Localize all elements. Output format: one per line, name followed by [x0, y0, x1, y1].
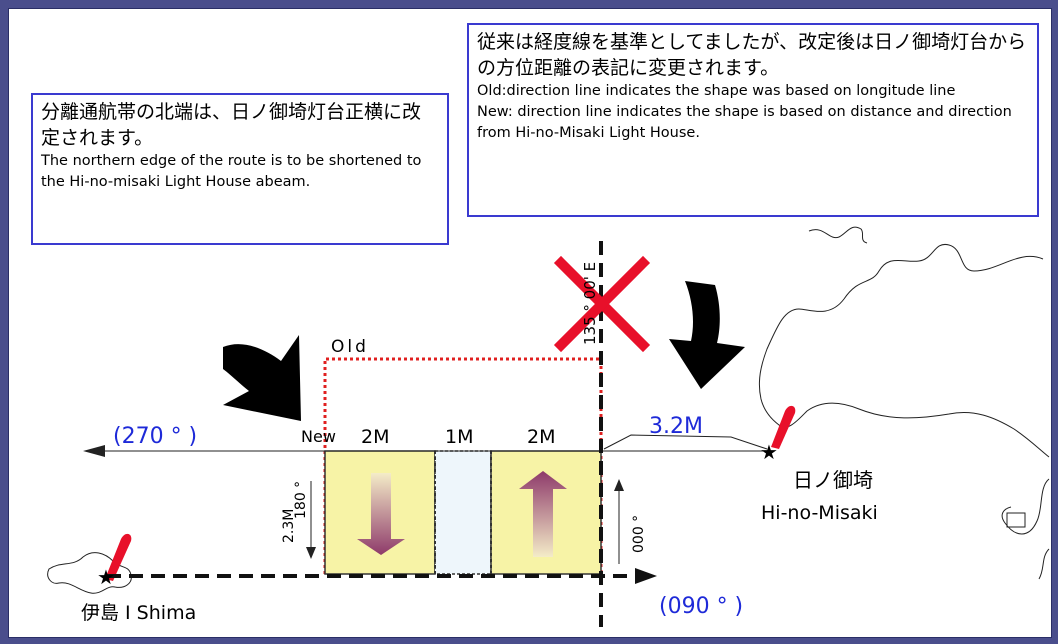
- distance-3-2m: 3.2M: [649, 414, 703, 439]
- coastline-ishima: [47, 552, 132, 594]
- big-arrow-left: [223, 335, 301, 421]
- coastline-hinomisaki-north: [808, 226, 868, 244]
- diagram-canvas: ★ ★ Old New 2M 1M 2M 3.2M (270 ° ) (090 …: [8, 8, 1052, 638]
- new-label: New: [301, 427, 336, 446]
- note-left-en: The northern edge of the route is to be …: [41, 153, 422, 190]
- lighthouse-beam-hinomisaki: [771, 405, 796, 449]
- breakwater-shape: [1006, 512, 1026, 528]
- arrow-000-head: [614, 479, 624, 491]
- red-x-stroke-2: [553, 255, 651, 353]
- lane-left-width: 2M: [361, 426, 389, 448]
- bearing-000-label: 000 °: [631, 515, 647, 553]
- longitude-label: 135 ° 00' E: [581, 262, 599, 345]
- northbound-flow-arrow: [519, 471, 567, 557]
- bearing-270-label: (270 ° ): [113, 424, 197, 449]
- hinomisaki-en-label: Hi-no-Misaki: [761, 502, 878, 524]
- bearing-180-label: 180 °: [293, 481, 309, 519]
- lane-right-width: 2M: [527, 426, 555, 448]
- note-direction-line: 従来は経度線を基準としてましたが、改定後は日ノ御埼灯台からの方位距離の表記に変更…: [467, 23, 1039, 217]
- old-label: Old: [331, 337, 369, 357]
- arrowhead-270: [83, 445, 105, 457]
- note-left-jp: 分離通航帯の北端は、日ノ御埼灯台正横に改定されます。: [41, 101, 422, 149]
- chart-svg: ★ ★ Old New 2M 1M 2M 3.2M (270 ° ) (090 …: [47, 226, 1050, 627]
- note-right-en-old: Old:direction line indicates the shape w…: [477, 83, 956, 99]
- hinomisaki-jp-label: 日ノ御埼: [793, 468, 873, 492]
- lighthouse-star-ishima: ★: [97, 565, 115, 589]
- lighthouse-star-hinomisaki: ★: [760, 440, 778, 464]
- southbound-flow-arrow: [357, 473, 405, 555]
- lighthouse-beam-ishima: [105, 533, 132, 581]
- big-arrow-right: [669, 281, 745, 389]
- arrow-180-head: [306, 547, 316, 559]
- note-northern-edge: 分離通航帯の北端は、日ノ御埼灯台正横に改定されます。 The northern …: [31, 93, 449, 245]
- lane-mid-width: 1M: [445, 426, 473, 448]
- height-2-3m-label: 2.3M: [281, 509, 297, 543]
- bearing-090-label: (090 ° ): [659, 594, 743, 619]
- leader-3-2m: [603, 434, 768, 450]
- note-right-en-new: New: direction line indicates the shape …: [477, 104, 1012, 141]
- arrowhead-090: [635, 568, 657, 584]
- note-right-jp: 従来は経度線を基準としてましたが、改定後は日ノ御埼灯台からの方位距離の表記に変更…: [477, 31, 1027, 79]
- lane-separation-zone: [434, 450, 492, 575]
- coastline-hinomisaki: [758, 243, 1050, 580]
- ishima-label: 伊島 I Shima: [81, 602, 196, 624]
